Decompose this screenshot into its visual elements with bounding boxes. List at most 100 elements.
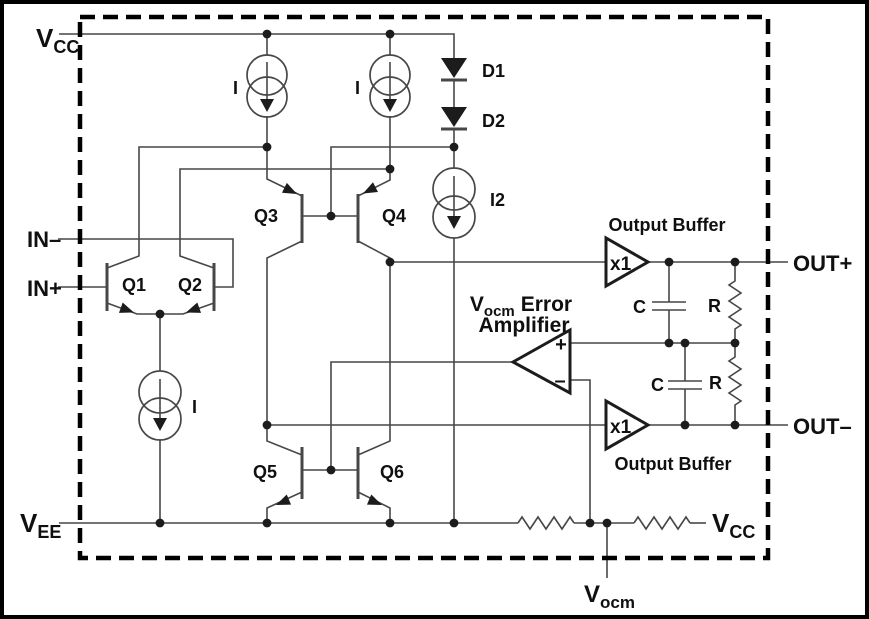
wire-q4-collector [357, 240, 391, 456]
label-output-buffer-bottom: Output Buffer [615, 454, 732, 474]
label-i2: I2 [490, 190, 505, 210]
transistor-q2 [186, 263, 216, 313]
current-source-left [246, 54, 288, 118]
emitter-arrow-icon [363, 182, 378, 194]
label-i-right: I [355, 78, 360, 98]
label-q4: Q4 [382, 206, 406, 226]
junction-dot [385, 257, 395, 267]
label-d2: D2 [482, 111, 505, 131]
junction-dot [385, 164, 395, 174]
wire-erramp-minus-input [570, 379, 591, 523]
emitter-arrow-icon [366, 494, 382, 505]
junction-dot [680, 420, 690, 430]
label-i-tail: I [192, 397, 197, 417]
resistor-divider-right [633, 515, 691, 531]
emitter-arrow-icon [276, 494, 292, 505]
wire-q6-emitter [357, 491, 391, 523]
label-r-lower: R [709, 373, 722, 393]
wire-q3-collector [266, 240, 303, 456]
label-vee: VEE [20, 508, 61, 542]
label-q5: Q5 [253, 462, 277, 482]
junction-dot [262, 142, 272, 152]
junction-dot [730, 257, 740, 267]
label-q1: Q1 [122, 275, 146, 295]
arrow-down-icon [153, 418, 167, 431]
current-source-i2 [432, 167, 476, 239]
label-c-upper: C [633, 297, 646, 317]
junction-dot [385, 29, 395, 39]
junction-dot [155, 309, 165, 319]
junction-dot [664, 257, 674, 267]
emitter-arrow-icon [186, 302, 202, 313]
output-buffer-bottom: x1 [604, 398, 652, 452]
junction-dot [602, 518, 612, 528]
junction-dot [680, 338, 690, 348]
capacitor-upper [652, 301, 686, 311]
wire-q2-collector [179, 168, 390, 269]
label-output-buffer-top: Output Buffer [609, 215, 726, 235]
wire-q1-collector [106, 146, 267, 269]
label-in-minus: IN– [27, 227, 61, 252]
wire-q2-emitter [160, 302, 215, 315]
resistor-upper [727, 262, 743, 343]
label-q6: Q6 [380, 462, 404, 482]
arrow-down-icon [383, 99, 397, 112]
vocm-error-amplifier: + – [509, 327, 572, 396]
junction-dot [262, 29, 272, 39]
label-r-upper: R [708, 296, 721, 316]
plus-input-label: + [555, 334, 567, 356]
wire-in-minus [58, 238, 234, 288]
junction-dot [326, 465, 336, 475]
label-error-amp-line2: Amplifier [478, 314, 569, 337]
transistor-q1 [105, 263, 134, 313]
transistor-q6 [356, 447, 382, 505]
wire-q1-emitter [106, 302, 160, 315]
junction-dot [730, 338, 740, 348]
amplifier-boundary [77, 14, 771, 561]
minus-input-label: – [554, 370, 565, 392]
current-source-right [369, 54, 411, 118]
diode-d1 [441, 58, 467, 82]
arrow-down-icon [447, 216, 461, 229]
current-source-tail [138, 370, 182, 441]
junction-dot [385, 518, 395, 528]
output-buffer-top: x1 [604, 235, 652, 289]
junction-dot [664, 338, 674, 348]
resistor-divider-left [517, 515, 575, 531]
junction-dot [262, 420, 272, 430]
label-q3: Q3 [254, 206, 278, 226]
label-out-plus: OUT+ [793, 251, 852, 276]
label-in-plus: IN+ [27, 276, 62, 301]
junction-dot [449, 142, 459, 152]
wire-q5-emitter [266, 491, 303, 523]
junction-dot [262, 518, 272, 528]
transistor-q3 [282, 182, 304, 243]
wire-erramp-output [330, 361, 513, 470]
wire-vcc-rail [59, 33, 455, 58]
junction-dot [326, 211, 336, 221]
transistor-q5 [276, 447, 304, 505]
emitter-arrow-icon [282, 182, 297, 194]
arrow-down-icon [260, 99, 274, 112]
label-vcc-bottom: VCC [712, 508, 755, 542]
diode-d2 [441, 107, 467, 131]
emitter-arrow-icon [118, 302, 134, 313]
label-d1: D1 [482, 61, 505, 81]
resistor-lower [727, 343, 743, 425]
junction-dot [585, 518, 595, 528]
gain-label-bottom: x1 [610, 417, 632, 438]
junction-dot [730, 420, 740, 430]
label-vocm: Vocm [584, 581, 635, 612]
junction-dots [155, 29, 740, 528]
label-vcc-top: VCC [36, 23, 79, 57]
gain-label-top: x1 [610, 254, 632, 275]
junction-dot [155, 518, 165, 528]
wires [58, 33, 788, 578]
label-i-left: I [233, 78, 238, 98]
junction-dot [449, 518, 459, 528]
label-out-minus: OUT– [793, 414, 852, 439]
capacitor-lower [668, 380, 702, 390]
